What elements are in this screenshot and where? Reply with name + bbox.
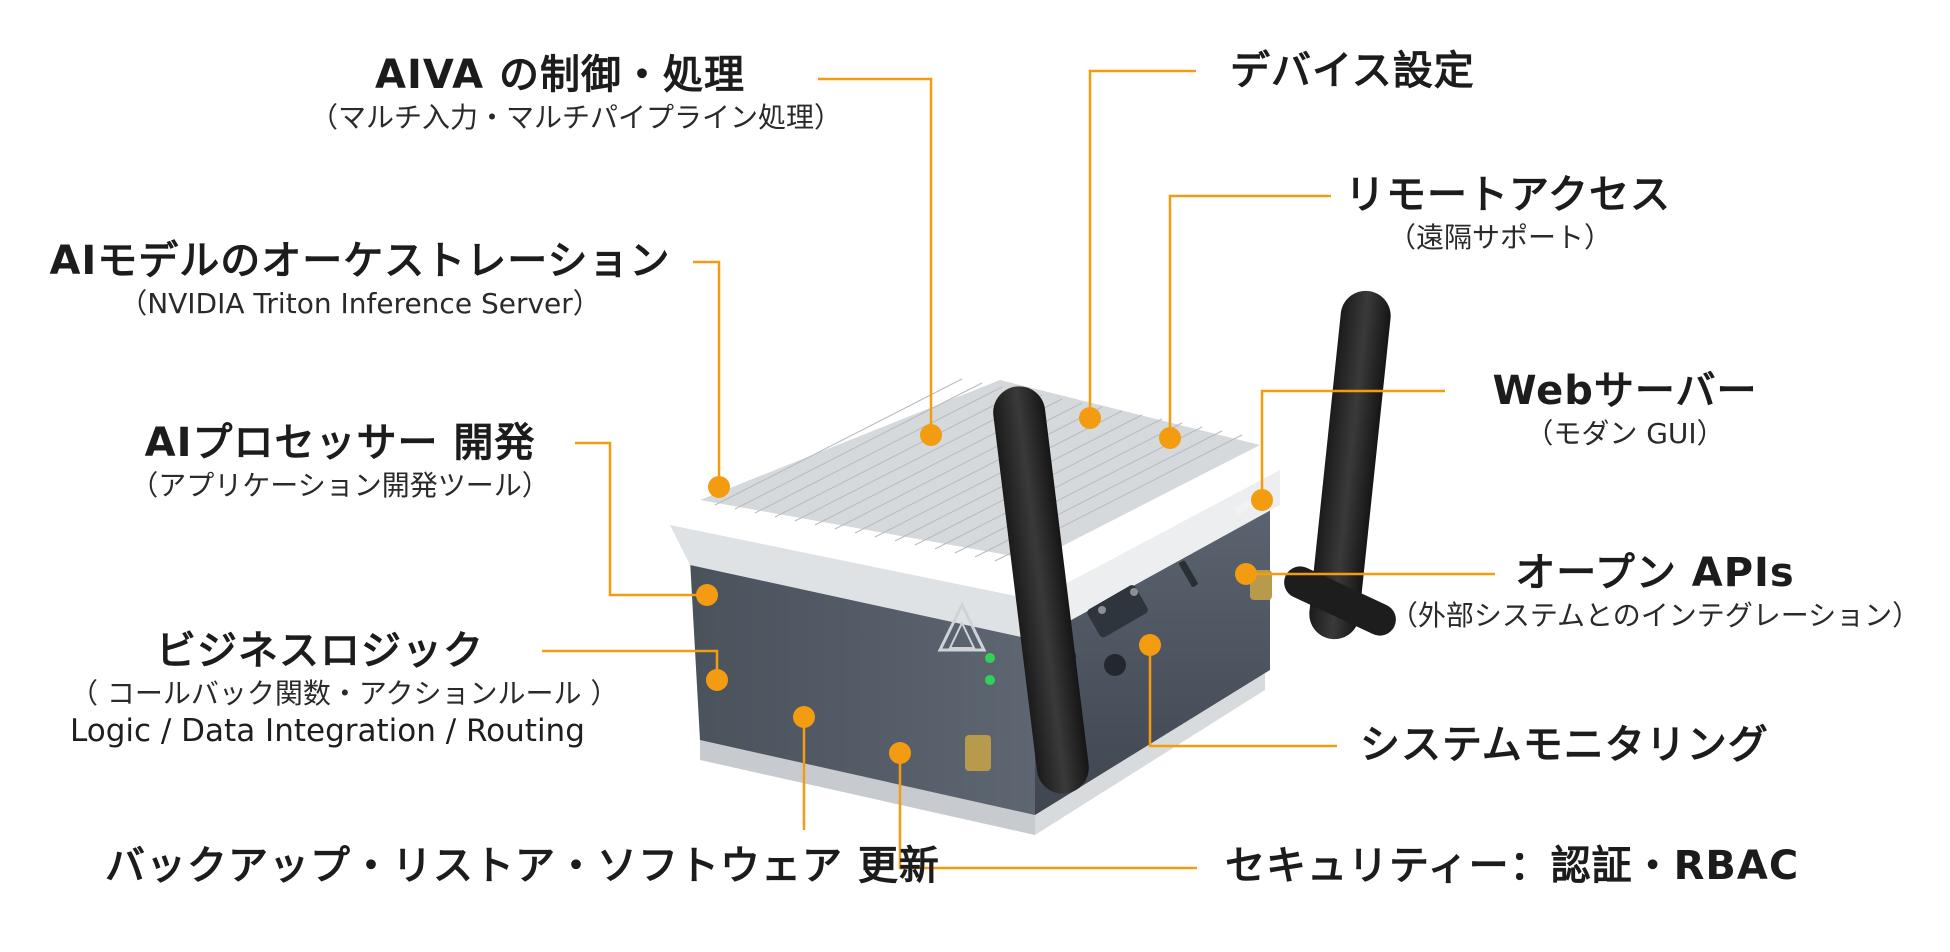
callout-monitoring: システムモニタリング (1360, 722, 1769, 768)
callout-open-apis-subtitle: （外部システムとのインテグレーション） (1389, 599, 1921, 632)
callout-remote-access-subtitle: （遠隔サポート） (1387, 221, 1612, 254)
dot-orchestration (708, 476, 730, 498)
callout-remote-access: リモートアクセス （遠隔サポート） (1345, 172, 1671, 254)
device-side-panel (690, 560, 1035, 815)
callout-orchestration-title: AIモデルのオーケストレーション (49, 238, 671, 284)
dot-backup (793, 706, 815, 728)
heatsink-fin (934, 422, 1183, 550)
heatsink-fin (734, 382, 983, 510)
callout-processor-dev: AIプロセッサー 開発 （アプリケーション開発ツール） (110, 420, 570, 502)
callout-business-logic: ビジネスロジック （ コールバック関数・アクションルール ） Logic / D… (70, 628, 619, 750)
dot-security (889, 742, 911, 764)
callout-orchestration: AIモデルのオーケストレーション （NVIDIA Triton Inferenc… (40, 238, 680, 320)
device-front-panel (1035, 500, 1270, 815)
callout-remote-access-title: リモートアクセス (1345, 172, 1671, 218)
antenna-right (1250, 290, 1396, 640)
callout-device-settings-title: デバイス設定 (1230, 48, 1475, 94)
callout-web-server: Webサーバー （モダン GUI） (1460, 368, 1790, 450)
callout-aiva-subtitle: （マルチ入力・マルチパイプライン処理） (310, 101, 843, 134)
callout-business-logic-title: ビジネスロジック (156, 628, 484, 674)
callout-business-logic-subtitle2: Logic / Data Integration / Routing (70, 713, 585, 750)
dot-processor-dev (696, 584, 718, 606)
callout-processor-dev-title: AIプロセッサー 開発 (144, 420, 536, 466)
callout-open-apis: オープン APIs （外部システムとのインテグレーション） (1380, 550, 1930, 632)
heatsink-fin (714, 378, 963, 506)
callout-monitoring-title: システムモニタリング (1360, 722, 1769, 768)
dot-open-apis (1235, 563, 1257, 585)
device-rim (670, 380, 1280, 640)
dot-remote-access (1159, 427, 1181, 449)
dot-aiva (920, 424, 942, 446)
heatsink-fin (754, 386, 1003, 514)
callout-backup-title: バックアップ・リストア・ソフトウェア 更新 (105, 843, 940, 889)
dot-web-server (1251, 489, 1273, 511)
dot-business-logic (706, 669, 728, 691)
callout-open-apis-title: オープン APIs (1515, 550, 1795, 596)
callout-security: セキュリティー：認証・RBAC (1225, 843, 1799, 889)
callout-web-server-title: Webサーバー (1492, 368, 1758, 414)
callout-aiva: AIVA の制御・処理 （マルチ入力・マルチパイプライン処理） (310, 52, 843, 134)
callout-security-title: セキュリティー：認証・RBAC (1225, 843, 1800, 889)
callout-aiva-title: AIVA の制御・処理 (375, 52, 745, 98)
callout-business-logic-subtitle: （ コールバック関数・アクションルール ） (70, 677, 619, 710)
antenna-left (965, 386, 1089, 794)
callout-web-server-subtitle: （モダン GUI） (1525, 417, 1725, 450)
callout-dots (696, 407, 1273, 764)
dot-device-settings (1079, 407, 1101, 429)
callout-processor-dev-subtitle: （アプリケーション開発ツール） (130, 469, 550, 502)
heatsink-fin (794, 394, 1043, 522)
callout-backup: バックアップ・リストア・ソフトウェア 更新 (105, 843, 940, 889)
dot-monitoring (1139, 634, 1161, 656)
callout-orchestration-subtitle: （NVIDIA Triton Inference Server） (119, 287, 601, 320)
leader-lines (542, 69, 1495, 870)
callout-device-settings: デバイス設定 (1230, 48, 1475, 94)
